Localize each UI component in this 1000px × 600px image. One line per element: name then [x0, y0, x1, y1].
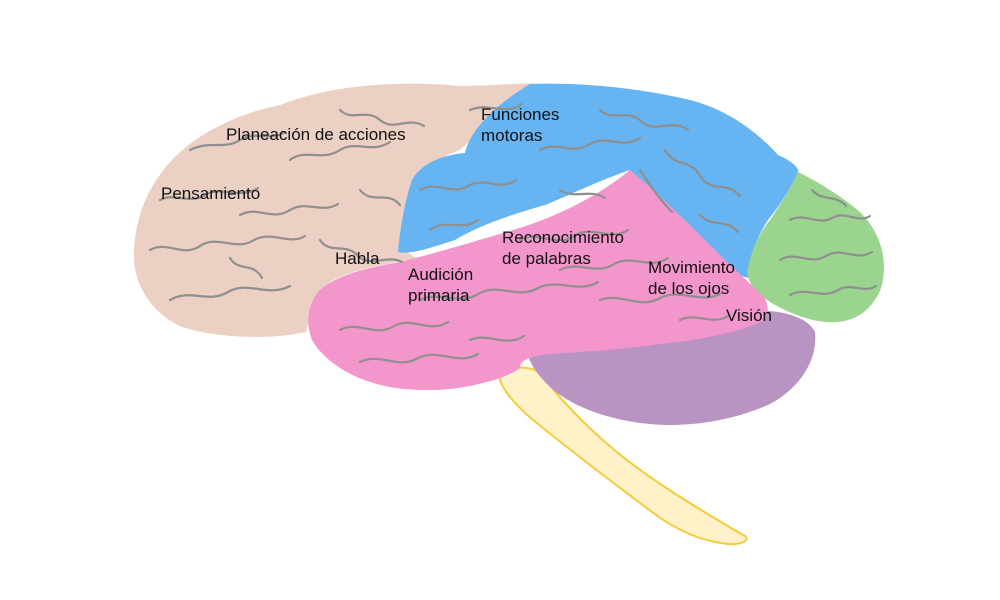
occipital-region [747, 172, 884, 323]
label-pensamiento: Pensamiento [161, 183, 260, 204]
label-reconocimiento-line1: Reconocimiento [502, 228, 624, 247]
label-planeacion-text: Planeación de acciones [226, 125, 406, 144]
label-reconocimiento-de-palabras: Reconocimiento de palabras [502, 227, 624, 269]
label-habla: Habla [335, 248, 379, 269]
label-movimiento-line2: de los ojos [648, 279, 730, 298]
brainstem-region [499, 366, 748, 546]
label-audicion-line2: primaria [408, 286, 470, 305]
label-funciones-line2: motoras [481, 126, 543, 145]
label-movimiento-line1: Movimiento [648, 258, 735, 277]
label-audicion-line1: Audición [408, 265, 474, 284]
temporal-region [308, 170, 768, 391]
label-funciones-line1: Funciones [481, 105, 560, 124]
label-habla-text: Habla [335, 249, 380, 268]
label-vision-text: Visión [726, 306, 772, 325]
label-planeacion-de-acciones: Planeación de acciones [226, 124, 406, 145]
frontal-lobe-region [133, 83, 546, 337]
label-movimiento-de-los-ojos: Movimiento de los ojos [648, 257, 735, 299]
brain-folds [148, 102, 878, 364]
label-pensamiento-text: Pensamiento [161, 184, 261, 203]
label-funciones-motoras: Funciones motoras [481, 104, 559, 146]
motor-region [398, 83, 799, 278]
label-audicion-primaria: Audición primaria [408, 264, 473, 306]
label-reconocimiento-line2: de palabras [502, 249, 591, 268]
label-vision: Visión [726, 305, 772, 326]
